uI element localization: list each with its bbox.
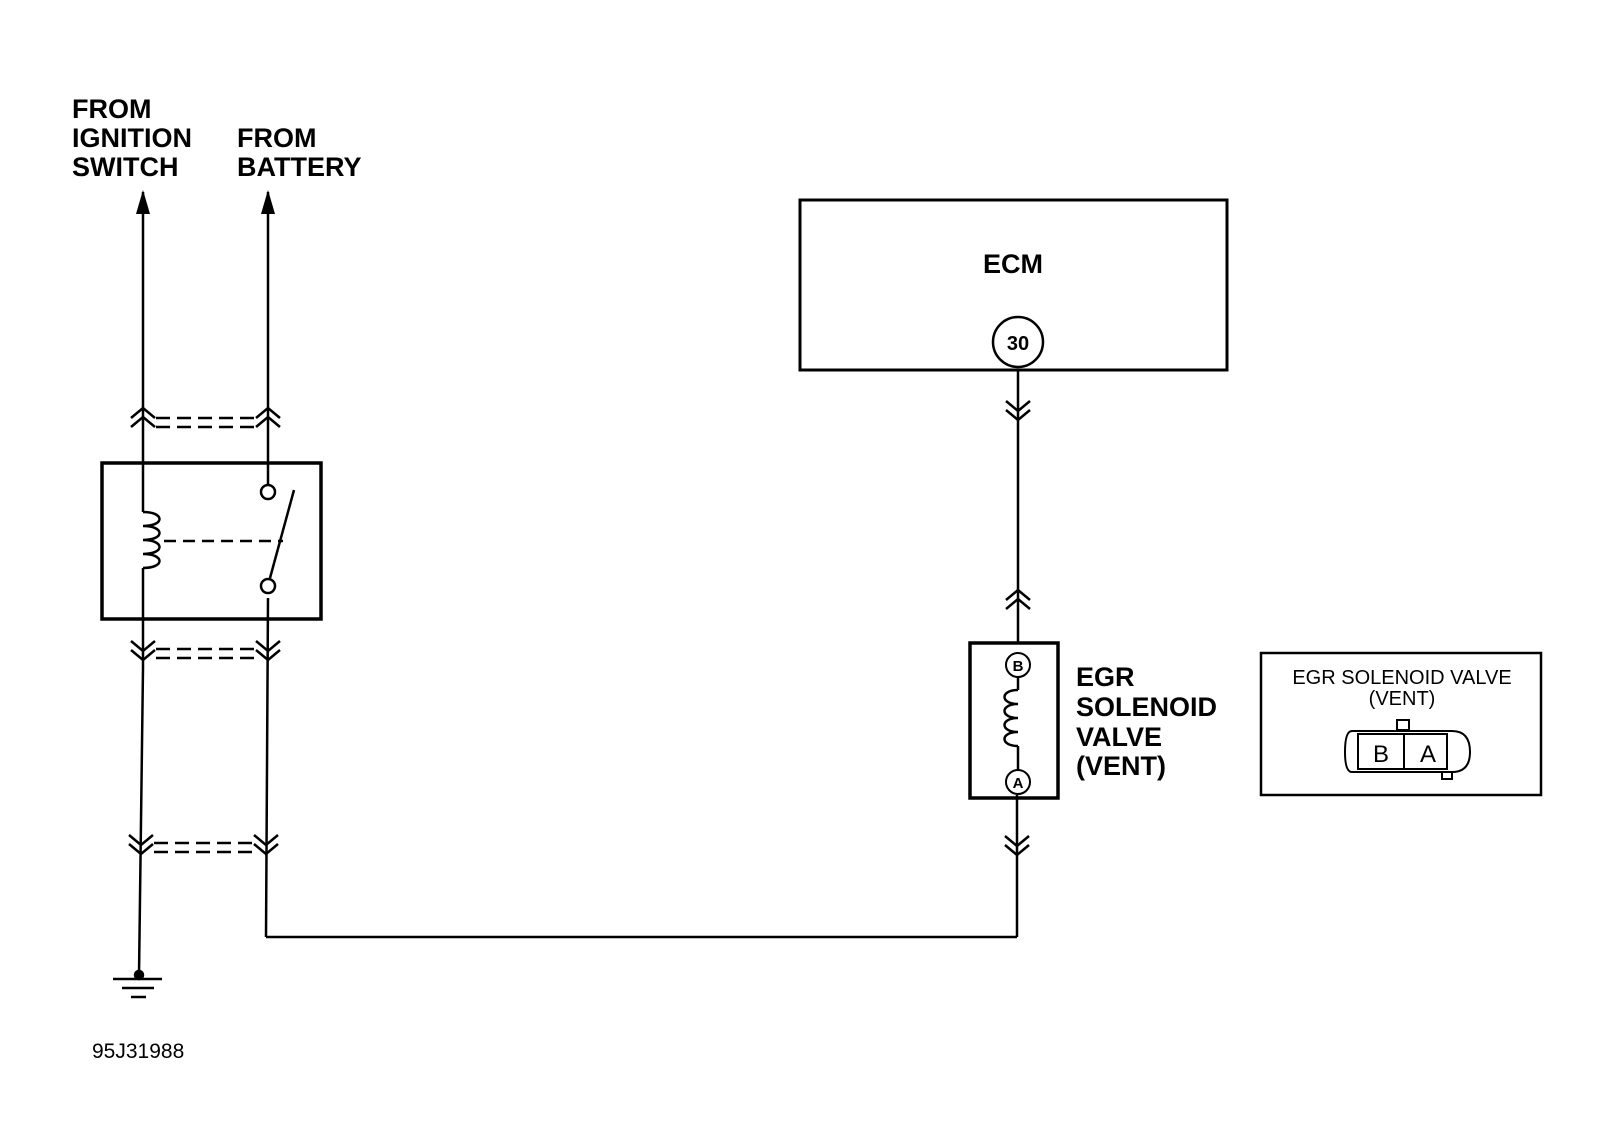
- connector-pin-b: B: [1373, 741, 1389, 768]
- svg-text:(VENT): (VENT): [1076, 751, 1166, 781]
- battery-wire: [264, 192, 1017, 939]
- from-ignition-label: FROM IGNITION SWITCH: [72, 94, 192, 182]
- ground-side-connector-icon: [127, 833, 280, 856]
- svg-text:VALVE: VALVE: [1076, 722, 1162, 752]
- from-battery-label: FROM BATTERY: [237, 123, 362, 182]
- connector-title: EGR SOLENOID VALVE: [1292, 667, 1511, 689]
- valve-pin-a-terminal: [1005, 769, 1031, 795]
- connector-subtitle: (VENT): [1369, 688, 1436, 710]
- up-arrow-icon: [261, 190, 275, 214]
- connector-pin-a: A: [1420, 741, 1436, 768]
- svg-text:IGNITION: IGNITION: [72, 123, 192, 153]
- ecm-label: ECM: [983, 249, 1043, 279]
- ecm-pin-terminal: [991, 315, 1045, 369]
- switch-arm-icon: [268, 489, 296, 579]
- relay-upper-connector-icon: [129, 406, 282, 429]
- svg-text:FROM: FROM: [237, 123, 316, 153]
- ground-icon: [113, 969, 162, 999]
- valve-coil-icon: [1003, 688, 1019, 748]
- svg-text:FROM: FROM: [72, 94, 151, 124]
- ecm-pin-label: 30: [1007, 333, 1029, 355]
- figure-id: 95J31988: [92, 1040, 184, 1063]
- ecm-module: ECM 30: [798, 198, 1229, 372]
- svg-text:BATTERY: BATTERY: [237, 152, 362, 182]
- connector-view-panel: EGR SOLENOID VALVE (VENT) B A: [1259, 651, 1543, 797]
- svg-text:SWITCH: SWITCH: [72, 152, 178, 182]
- relay-coil-icon: [142, 510, 161, 570]
- valve-pin-a-label: A: [1013, 775, 1024, 792]
- connector-plug-icon: [1343, 719, 1472, 780]
- svg-text:EGR: EGR: [1076, 662, 1135, 692]
- svg-text:SOLENOID: SOLENOID: [1076, 692, 1217, 722]
- egr-valve-label: EGR SOLENOID VALVE (VENT): [1076, 662, 1217, 781]
- switch-contact-icon: [259, 483, 277, 501]
- egr-solenoid-valve: B A: [968, 641, 1060, 800]
- up-arrow-icon: [136, 190, 150, 214]
- relay: [100, 461, 323, 621]
- switch-contact-icon: [259, 577, 277, 595]
- relay-lower-connector-icon: [129, 639, 282, 662]
- valve-pin-b-label: B: [1013, 658, 1024, 675]
